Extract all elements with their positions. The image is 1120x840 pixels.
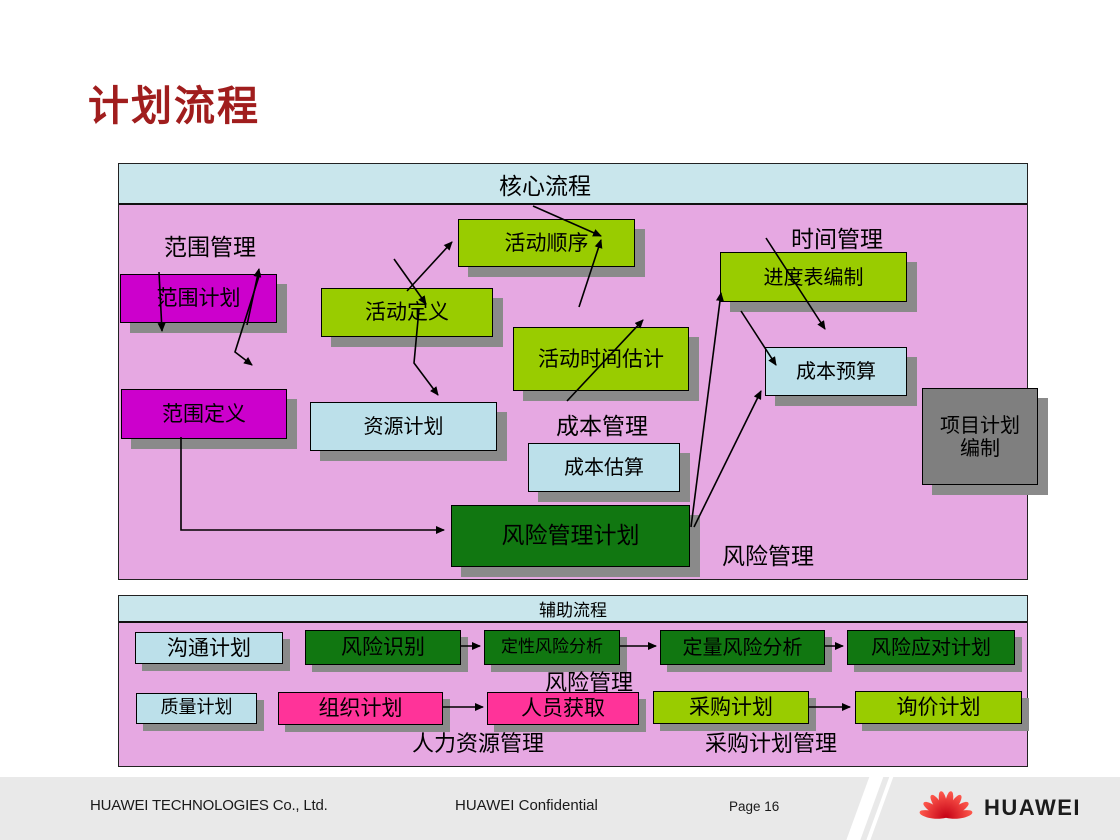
box-activity-definition: 活动定义: [321, 288, 493, 337]
box-resource-plan: 资源计划: [310, 402, 497, 451]
box-scope-plan: 范围计划: [120, 274, 277, 323]
box-risk-management-plan: 风险管理计划: [451, 505, 690, 567]
box-communication-plan: 沟通计划: [135, 632, 283, 664]
box-activity-sequence: 活动顺序: [458, 219, 635, 267]
label-risk-management-aux: 风险管理: [545, 671, 634, 696]
box-staff-acquisition: 人员获取: [487, 692, 639, 725]
box-risk-identification: 风险识别: [305, 630, 461, 665]
core-panel-title: 核心流程: [499, 173, 591, 200]
aux-panel-title: 辅助流程: [539, 601, 607, 621]
label-risk-management-core: 风险管理: [722, 544, 814, 570]
project-plan-line2: 编制: [960, 435, 1000, 460]
box-risk-response-plan: 风险应对计划: [847, 630, 1015, 665]
box-quality-plan: 质量计划: [136, 693, 257, 724]
footer-confidential: HUAWEI Confidential: [455, 797, 598, 814]
box-procurement-plan: 采购计划: [653, 691, 809, 724]
project-plan-line1: 项目计划: [940, 412, 1020, 437]
box-project-plan-development: 项目计划 编制: [922, 388, 1038, 485]
footer-page-number: Page 16: [729, 799, 780, 814]
label-scope-management: 范围管理: [164, 235, 256, 261]
box-schedule-development: 进度表编制: [720, 252, 907, 302]
huawei-logo-text: HUAWEI: [984, 795, 1081, 820]
box-cost-budget: 成本预算: [765, 347, 907, 396]
aux-panel-header: 辅助流程: [119, 596, 1027, 623]
box-organization-plan: 组织计划: [278, 692, 443, 725]
box-cost-estimate: 成本估算: [528, 443, 680, 492]
core-panel-header: 核心流程: [119, 164, 1027, 205]
page-title: 计划流程: [88, 82, 260, 130]
box-qualitative-risk-analysis: 定性风险分析: [484, 630, 620, 665]
box-inquiry-plan: 询价计划: [855, 691, 1022, 724]
aux-process-panel: 辅助流程: [118, 595, 1028, 767]
label-time-management: 时间管理: [791, 227, 883, 253]
label-hr-management: 人力资源管理: [412, 732, 545, 757]
huawei-logo-icon: [919, 791, 973, 819]
box-activity-duration-estimate: 活动时间估计: [513, 327, 689, 391]
label-cost-management: 成本管理: [556, 414, 648, 440]
box-quantitative-risk-analysis: 定量风险分析: [660, 630, 825, 665]
label-procurement-management: 采购计划管理: [705, 732, 838, 757]
box-scope-definition: 范围定义: [121, 389, 287, 439]
footer-company: HUAWEI TECHNOLOGIES Co., Ltd.: [90, 797, 328, 814]
